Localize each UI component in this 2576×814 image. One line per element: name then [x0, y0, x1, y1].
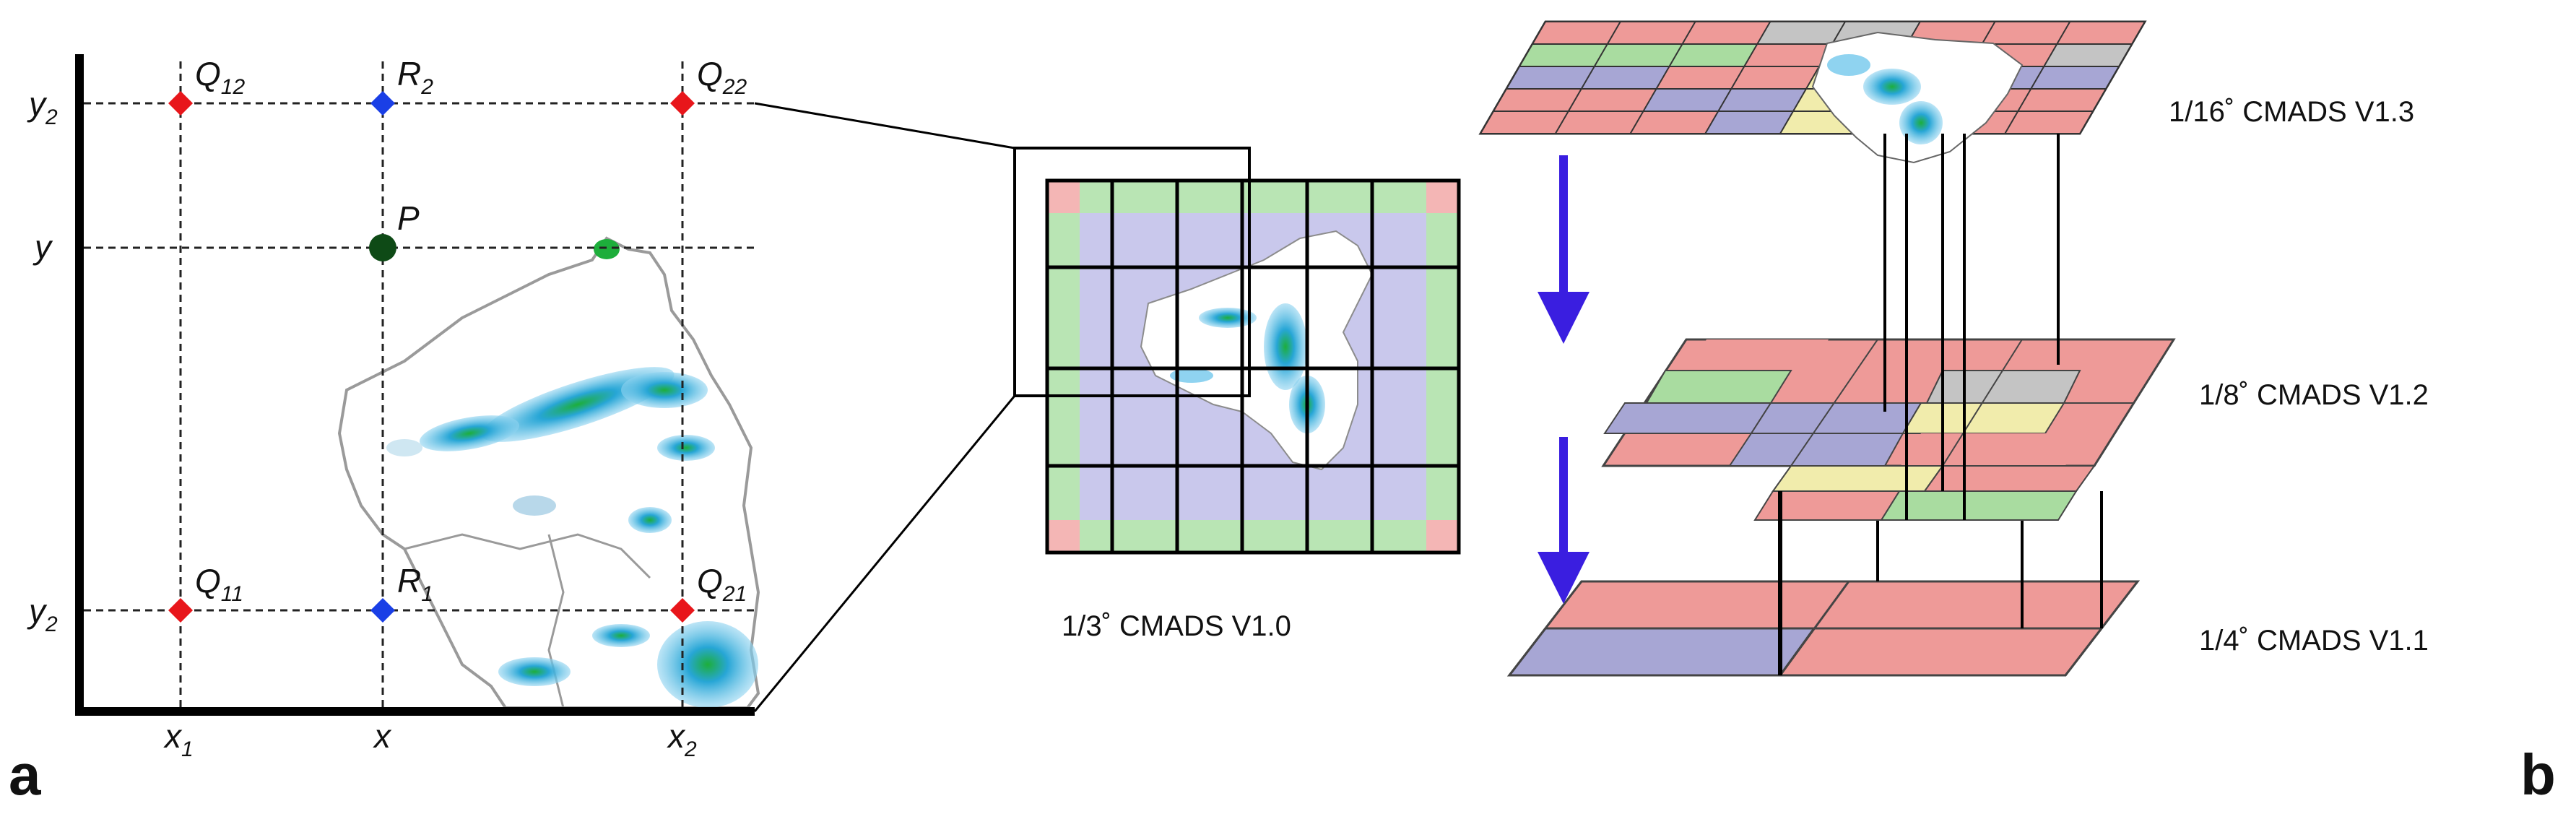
top-tile: [1480, 111, 1569, 134]
top-tile: [1757, 22, 1845, 44]
point-p: [369, 234, 396, 261]
top-tile: [1669, 44, 1758, 66]
top-grid-line: [1480, 21, 1546, 134]
label-q11: Q11: [195, 562, 243, 606]
axis-label-x: x: [373, 717, 392, 755]
center-grid-panel: 1/3˚ CMADS V1.0: [1013, 147, 1461, 642]
layer-label-1-16: 1/16˚ CMADS V1.3: [2169, 96, 2414, 128]
top-tile: [1982, 22, 2070, 44]
label-q12: Q12: [195, 55, 245, 99]
top-tile: [1555, 111, 1644, 134]
top-tile: [1744, 44, 1832, 66]
center-caption: 1/3˚ CMADS V1.0: [1062, 610, 1291, 642]
interpolation-guides: [84, 61, 755, 708]
top-tile: [1568, 89, 1657, 111]
top-grid-line: [1779, 21, 1846, 134]
axis-label-y2-top: y2: [27, 85, 58, 129]
top-tile: [2018, 89, 2106, 111]
layer-label-1-4: 1/4˚ CMADS V1.1: [2199, 625, 2429, 657]
label-q22: Q22: [697, 55, 747, 99]
zoom-connector-top: [754, 102, 1015, 150]
point-q11: [168, 598, 193, 623]
top-tile: [1630, 111, 1719, 134]
axis-label-y: y: [32, 228, 53, 266]
panel-a: Q12 R2 Q22 P Q11 R1 Q21 y2 y y2 x1 x x2 …: [9, 54, 760, 807]
panel-b: 1/16˚ CMADS V1.3 1/8˚ CMADS V1.2 1/4˚ CM…: [1478, 20, 2556, 807]
precipitation-pattern-a: [386, 239, 758, 708]
layer-quarter-degree: [1506, 580, 2141, 677]
point-q22: [670, 91, 695, 116]
top-tile: [1705, 111, 1793, 134]
top-tile: [1519, 44, 1608, 66]
point-q12: [168, 91, 193, 116]
layer-sixteenth-degree: [1478, 20, 2147, 164]
top-tile: [1643, 89, 1732, 111]
point-r2: [370, 91, 395, 116]
axis-label-y2-bottom: y2: [27, 592, 58, 636]
label-p: P: [397, 199, 420, 237]
center-grid-lines: [1045, 178, 1461, 555]
top-tile: [1682, 22, 1771, 44]
top-tile: [1506, 66, 1595, 89]
top-tile: [1718, 89, 1806, 111]
layer-eighth-degree: [1601, 338, 2176, 467]
top-grid-line: [1704, 21, 1771, 134]
grid-points: [168, 91, 695, 623]
axis-label-x1: x1: [163, 717, 194, 761]
top-tile: [1594, 44, 1683, 66]
top-tile: [1493, 89, 1582, 111]
top-grid-line: [1629, 21, 1696, 134]
top-tile: [2044, 44, 2132, 66]
top-tile: [1656, 66, 1745, 89]
top-tile: [1532, 22, 1621, 44]
top-tile: [1731, 66, 1819, 89]
top-grid-line: [2079, 21, 2146, 134]
label-q21: Q21: [697, 562, 747, 606]
panel-label-a: a: [9, 742, 41, 807]
panel-label-b: b: [2520, 742, 2556, 807]
layer-connectors-upper: [1778, 134, 2060, 675]
point-r1: [370, 598, 395, 623]
point-q21: [670, 598, 695, 623]
top-grid-line: [1554, 21, 1621, 134]
top-tile: [1581, 66, 1670, 89]
top-grid-line: [2004, 21, 2071, 134]
top-tile: [1607, 22, 1696, 44]
label-r1: R1: [397, 562, 433, 606]
zoom-connector-bottom: [753, 395, 1016, 712]
label-r2: R2: [397, 55, 433, 99]
layer-label-1-8: 1/8˚ CMADS V1.2: [2199, 379, 2429, 411]
layer-eighth-front: [1753, 465, 2096, 521]
map-region-a: [337, 236, 760, 709]
top-tile: [2031, 66, 2119, 89]
top-tile: [2005, 111, 2093, 134]
center-zoom-box: [1013, 147, 1251, 397]
axis-label-x2: x2: [667, 717, 697, 761]
top-tile: [2057, 22, 2145, 44]
